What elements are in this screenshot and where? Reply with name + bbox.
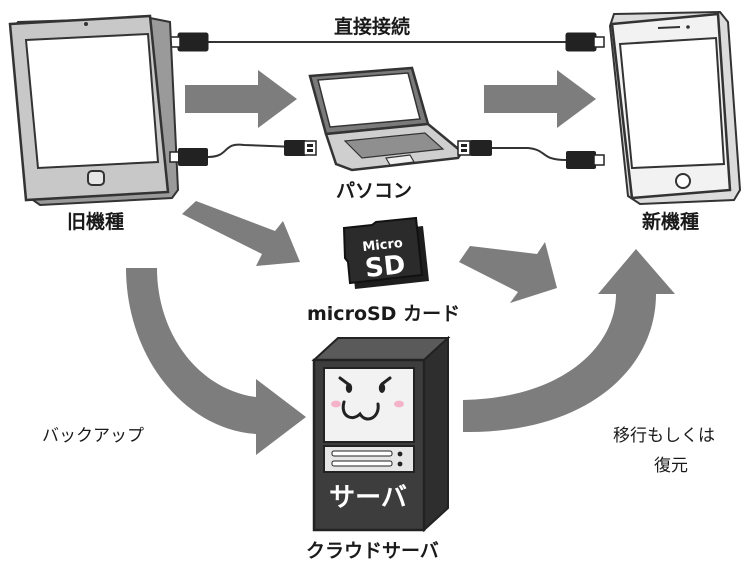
transfer-arrow-sd-to-new — [459, 242, 557, 303]
migrate-label-line1: 移行もしくは — [613, 426, 715, 446]
transfer-arrow-old-to-sd — [182, 201, 300, 266]
server-icon: サーバ — [311, 335, 451, 533]
transfer-arrow-old-to-pc — [185, 70, 297, 128]
cloud-server-label: クラウドサーバ — [306, 540, 439, 562]
backup-label: バックアップ — [42, 426, 144, 446]
transfer-arrow-pc-to-new — [484, 70, 596, 128]
migrate-label-line2: 復元 — [654, 456, 688, 476]
restore-curved-arrow — [463, 249, 675, 433]
old-device-label: 旧機種 — [67, 211, 125, 233]
sd-card-sd-text: SD — [364, 250, 407, 284]
new-device-label: 新機種 — [642, 211, 700, 233]
sd-card-micro-text: Micro — [362, 236, 404, 255]
usb-cable-pc-to-new — [457, 140, 605, 169]
backup-curved-arrow — [126, 268, 306, 455]
smartphone-icon — [608, 10, 742, 206]
microsd-label: microSD カード — [307, 303, 461, 325]
direct-usb-cable-icon — [169, 32, 605, 52]
pc-label: パソコン — [336, 180, 413, 202]
microsd-card-icon: Micro SD — [342, 216, 429, 289]
laptop-icon — [308, 66, 464, 172]
server-label-text: サーバ — [329, 483, 407, 513]
direct-connection-label: 直接接続 — [334, 16, 411, 38]
usb-cable-old-to-pc — [169, 140, 317, 166]
tablet-icon — [8, 14, 180, 207]
